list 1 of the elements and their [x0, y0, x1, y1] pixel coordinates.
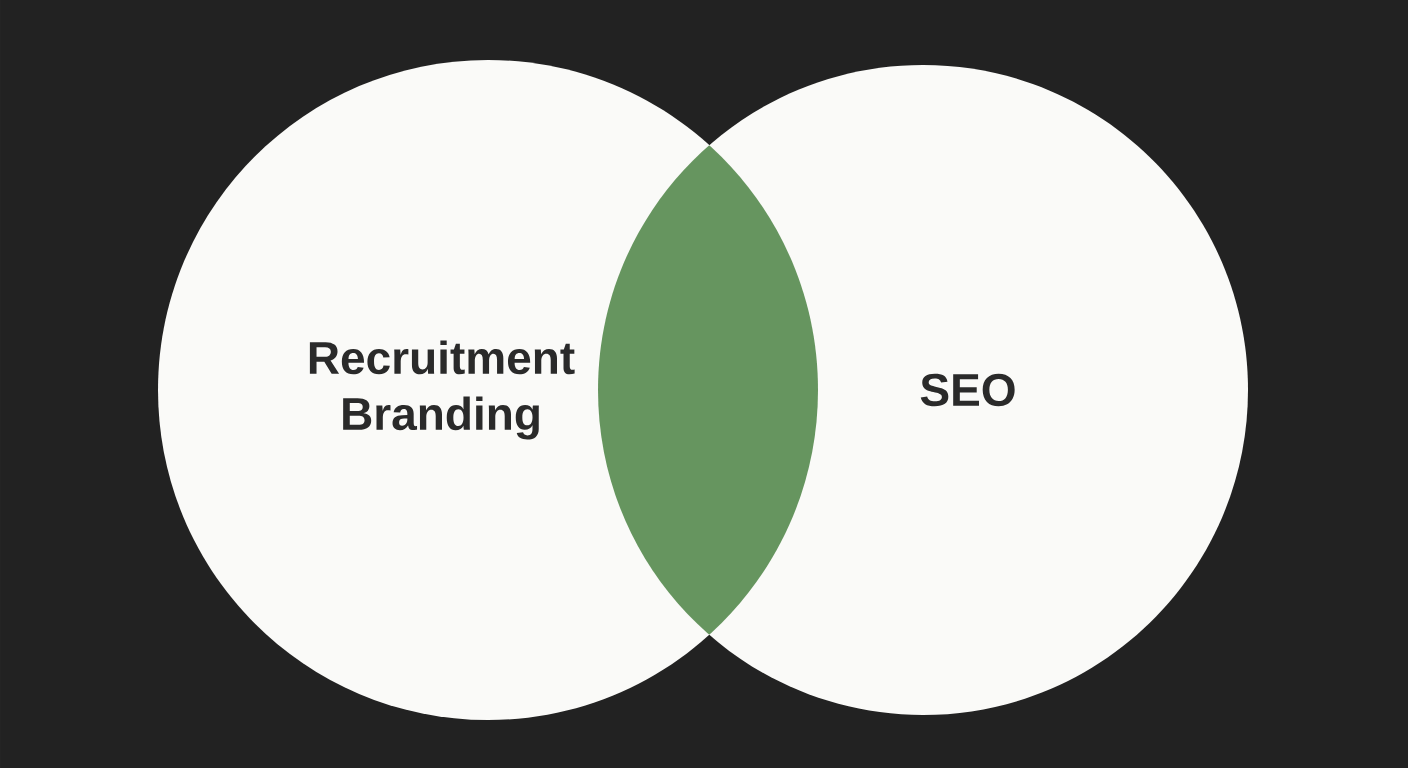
node-label: SEO — [920, 373, 1015, 407]
